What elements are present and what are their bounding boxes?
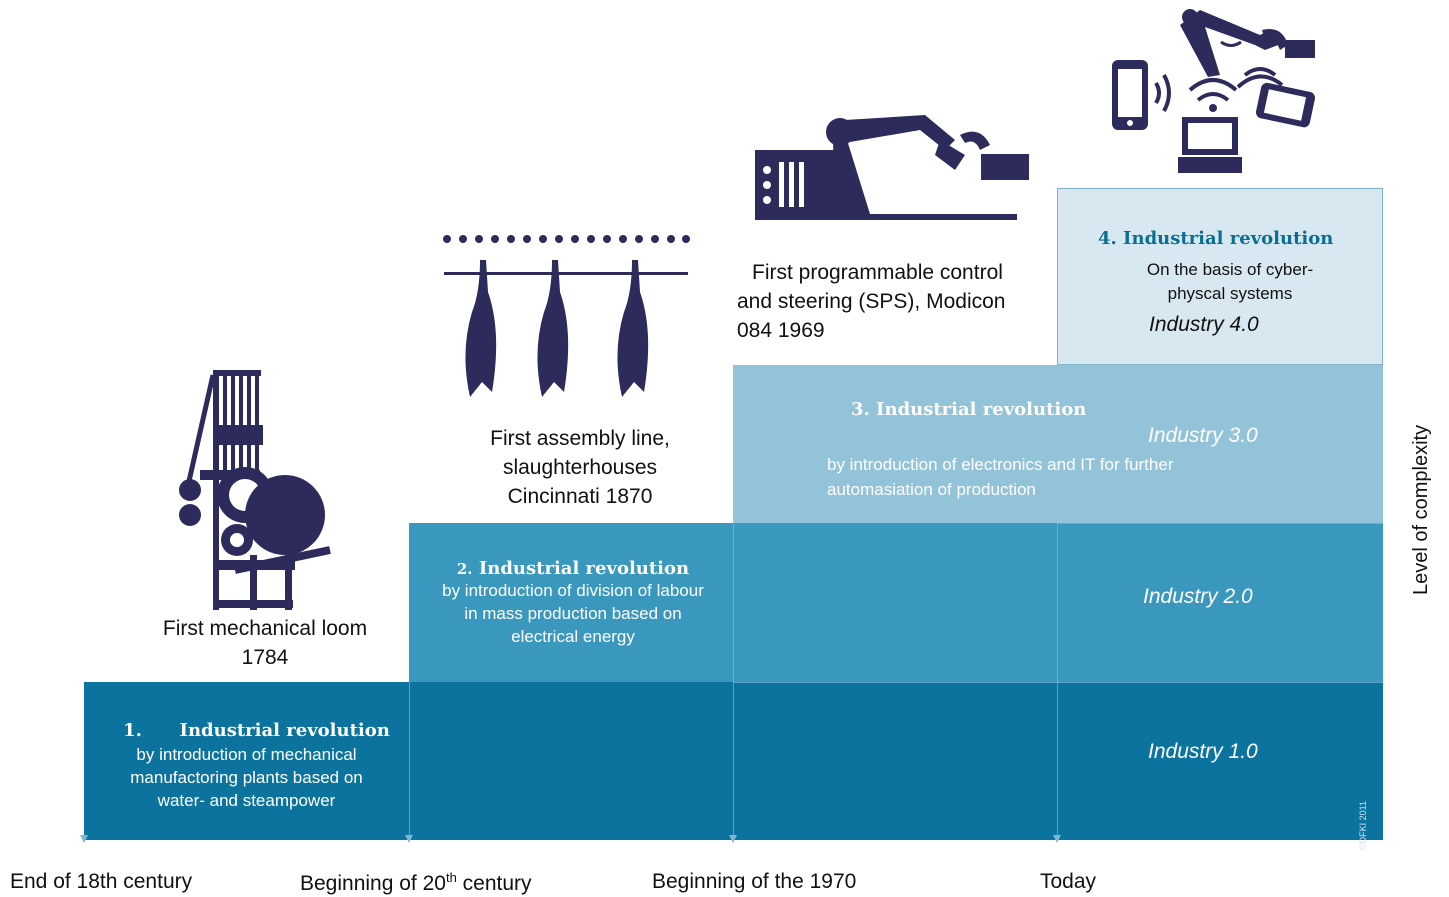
industrial-robot-arm-icon bbox=[755, 115, 1029, 220]
grid-line bbox=[733, 523, 734, 840]
stage-1-text: 1. Industrial revolution by introduction… bbox=[84, 720, 409, 812]
grid-line bbox=[1057, 523, 1058, 840]
stage-2-title: 2. Industrial revolution bbox=[409, 558, 737, 579]
timeline-label-2-prefix: Beginning of 20 bbox=[300, 872, 446, 895]
grid-line bbox=[733, 682, 1383, 683]
caption-plc: First programmable control and steering … bbox=[737, 258, 1057, 345]
industry-4-label: Industry 4.0 bbox=[1149, 313, 1259, 336]
stage-4-description-line: physcal systems bbox=[1167, 284, 1293, 303]
caption-assembly-line-line: slaughterhouses bbox=[502, 456, 658, 479]
timeline-label-2-suffix: century bbox=[456, 872, 532, 895]
stage-2-text: 2. Industrial revolution by introduction… bbox=[409, 558, 737, 648]
grid-line bbox=[409, 682, 410, 840]
timeline-tick bbox=[405, 835, 413, 843]
timeline-label-3: Beginning of the 1970 bbox=[652, 870, 857, 893]
axis-label-complexity: Level of complexity bbox=[1410, 424, 1432, 595]
timeline-tick bbox=[1053, 835, 1061, 843]
stage-1-description: by introduction of mechanical manufactor… bbox=[130, 745, 363, 810]
assembly-line-icon bbox=[443, 235, 690, 397]
caption-loom-line: First mechanical loom bbox=[162, 617, 368, 640]
stage-1-title: 1. Industrial revolution bbox=[104, 720, 409, 741]
timeline-tick bbox=[729, 835, 737, 843]
stage-3-block bbox=[733, 365, 1383, 523]
stage-4-description-line: On the basis of cyber- bbox=[1146, 260, 1314, 279]
caption-plc-line: First programmable control bbox=[752, 261, 1003, 284]
stage-2-number: 2. bbox=[456, 560, 473, 578]
caption-assembly-line: First assembly line, slaughterhouses Cin… bbox=[480, 424, 680, 511]
timeline-label-1: End of 18th century bbox=[10, 870, 193, 893]
stage-2-title-text: Industrial revolution bbox=[478, 558, 690, 579]
industry-3-label: Industry 3.0 bbox=[1148, 424, 1258, 447]
cyber-physical-devices-icon bbox=[1112, 9, 1316, 173]
caption-plc-line: and steering (SPS), Modicon bbox=[737, 290, 1006, 313]
caption-loom: First mechanical loom 1784 bbox=[145, 614, 385, 672]
stage-3-description-line: automasiation of production bbox=[827, 480, 1036, 499]
stage-2-description-line: by introduction of division of labour bbox=[442, 581, 704, 600]
industry-2-label: Industry 2.0 bbox=[1143, 585, 1253, 608]
grid-line bbox=[1057, 523, 1383, 524]
caption-plc-line: 084 1969 bbox=[737, 319, 825, 342]
timeline-label-2: Beginning of 20th century bbox=[300, 870, 532, 896]
mechanical-loom-icon bbox=[179, 370, 331, 610]
caption-assembly-line-line: First assembly line, bbox=[490, 427, 670, 450]
stage-1-number: 1. bbox=[123, 720, 142, 741]
caption-assembly-line-line: Cincinnati 1870 bbox=[507, 485, 653, 508]
stage-2-description: by introduction of division of labour in… bbox=[409, 579, 737, 648]
stage-2-block bbox=[409, 523, 1383, 682]
watermark: ©DFKI 2011 bbox=[1358, 801, 1368, 850]
timeline-label-2-sup: th bbox=[445, 870, 457, 885]
stage-4-description: On the basis of cyber- physcal systems bbox=[1100, 258, 1360, 306]
stage-2-description-line: in mass production based on bbox=[464, 604, 682, 623]
caption-loom-line: 1784 bbox=[241, 646, 289, 669]
stage-3-description: by introduction of electronics and IT fo… bbox=[827, 452, 1173, 502]
timeline-label-4: Today bbox=[1040, 870, 1097, 893]
stage-1-title-text: Industrial revolution bbox=[179, 720, 390, 741]
stage-4-title: 4. Industrial revolution bbox=[1098, 228, 1334, 249]
timeline-tick bbox=[80, 835, 88, 843]
stage-4-block bbox=[1057, 188, 1383, 365]
industry-1-label: Industry 1.0 bbox=[1148, 740, 1258, 763]
stage-3-description-line: by introduction of electronics and IT fo… bbox=[827, 455, 1174, 474]
stage-3-title: 3. Industrial revolution bbox=[851, 399, 1087, 420]
stage-2-description-line: electrical energy bbox=[511, 627, 635, 646]
